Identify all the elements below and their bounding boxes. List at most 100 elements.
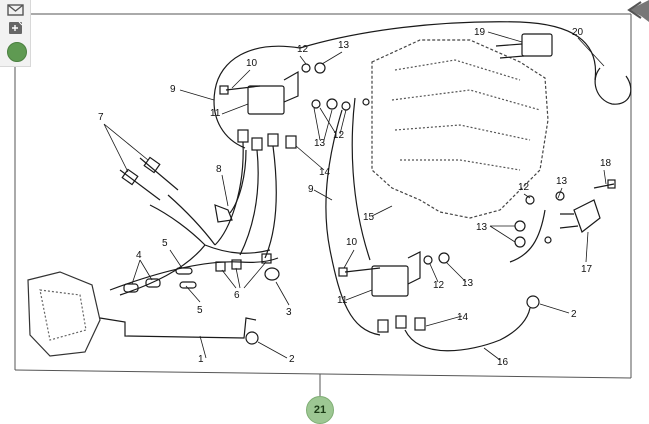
label-12-b: 12 — [333, 130, 345, 141]
connector-7-a — [119, 169, 161, 201]
label-11-b: 11 — [337, 295, 348, 306]
label-9-a: 9 — [170, 84, 176, 95]
label-14-b: 14 — [457, 312, 469, 323]
frame-bottom — [14, 369, 632, 379]
label-2-b: 2 — [571, 309, 577, 320]
wire-relay-1 — [214, 141, 244, 246]
label-12-d: 12 — [433, 280, 445, 291]
label-13-a: 13 — [338, 40, 350, 51]
label-13-d: 13 — [556, 176, 568, 187]
harness-lower — [109, 257, 279, 291]
label-16: 16 — [497, 357, 509, 368]
wire-1 — [99, 317, 257, 339]
wire-right — [509, 209, 546, 263]
label-18: 18 — [600, 158, 612, 169]
label-13-e: 13 — [462, 278, 474, 289]
add-page-button[interactable] — [6, 20, 25, 36]
connector-a — [237, 129, 249, 143]
label-7: 7 — [98, 112, 104, 123]
nut-13-a — [314, 62, 326, 74]
label-1: 1 — [198, 354, 204, 365]
mail-icon — [7, 4, 24, 16]
wire-relay-2 — [239, 149, 259, 256]
label-5-b: 5 — [197, 305, 203, 316]
side-toolbar — [0, 0, 31, 67]
add-page-icon — [9, 21, 23, 34]
label-12-c: 12 — [518, 182, 530, 193]
corner-toggle[interactable] — [619, 0, 649, 24]
label-2-a: 2 — [289, 354, 295, 365]
label-8: 8 — [216, 164, 222, 175]
nut-13-c — [514, 220, 526, 232]
fuse-block-detail — [391, 59, 541, 171]
washer-12-d — [525, 195, 535, 205]
ground-screw-2-b — [526, 295, 540, 309]
label-14-a: 14 — [319, 167, 331, 178]
connector-8 — [214, 204, 233, 223]
washer-12-c — [341, 101, 351, 111]
label-13-b: 13 — [314, 138, 326, 149]
label-15: 15 — [363, 212, 375, 223]
relay-11-upper-bracket — [283, 70, 299, 103]
label-20: 20 — [572, 27, 584, 38]
wire-relay-3 — [264, 145, 277, 259]
connector-b — [251, 137, 263, 151]
connector-7-b-body — [143, 156, 161, 174]
wire-7-b — [167, 194, 216, 246]
nut-13-d — [514, 236, 526, 248]
grommet-3 — [264, 267, 280, 281]
relay-19-studs — [495, 43, 525, 59]
label-10-a: 10 — [246, 58, 258, 69]
fuse-block-outline — [371, 39, 549, 219]
harness-9-upper — [213, 45, 301, 149]
part-labels: 1 2 2 3 4 5 5 6 7 8 9 9 10 10 11 11 12 1… — [98, 27, 612, 368]
bolt-10-lower-head — [338, 267, 348, 277]
breaker-17 — [573, 199, 601, 233]
washer-12-f — [423, 255, 433, 265]
fuse-4-a — [123, 283, 139, 293]
motor-housing — [27, 271, 101, 357]
nut-13-b — [326, 98, 338, 110]
label-3: 3 — [286, 307, 292, 318]
fuse-4-b — [145, 278, 161, 288]
mail-button[interactable] — [6, 2, 25, 18]
label-11-a: 11 — [210, 108, 221, 119]
relay-11-lower-bracket — [407, 251, 421, 285]
relay-11-upper — [247, 85, 285, 115]
bolt-18-head — [607, 179, 616, 189]
washer-12-a — [301, 63, 311, 73]
connector-lower-c — [414, 317, 426, 331]
breaker-17-studs — [559, 213, 579, 229]
label-6: 6 — [234, 290, 240, 301]
stud-upper — [362, 98, 370, 106]
label-12-a: 12 — [297, 44, 309, 55]
ground-screw-2-a — [245, 331, 259, 345]
wire-8 — [229, 149, 247, 214]
connector-c — [267, 133, 279, 147]
connector-7-a-body — [121, 168, 139, 186]
leader-lines — [103, 31, 607, 361]
page-number-badge[interactable]: 21 — [306, 396, 334, 424]
status-indicator[interactable] — [7, 42, 27, 62]
wire-7-a — [149, 204, 206, 246]
harness-9-top — [299, 21, 597, 81]
label-19: 19 — [474, 27, 486, 38]
label-13-c: 13 — [476, 222, 488, 233]
connector-lower-b — [395, 315, 407, 329]
diagram-lines — [27, 21, 632, 357]
fuse-5-a — [175, 267, 193, 275]
wire-16 — [404, 307, 531, 352]
connector-d — [285, 135, 297, 149]
harness-9-center — [325, 109, 381, 336]
clamp-20 — [594, 67, 632, 105]
motor-detail — [39, 289, 87, 341]
harness-mid — [204, 244, 271, 254]
chevron-left-icon — [627, 0, 649, 22]
label-5-a: 5 — [162, 238, 168, 249]
bolt-10-upper — [225, 85, 261, 91]
fuse-5-b — [179, 281, 197, 289]
connector-6-c — [261, 253, 272, 264]
nut-13-e — [438, 252, 450, 264]
label-17: 17 — [581, 264, 593, 275]
